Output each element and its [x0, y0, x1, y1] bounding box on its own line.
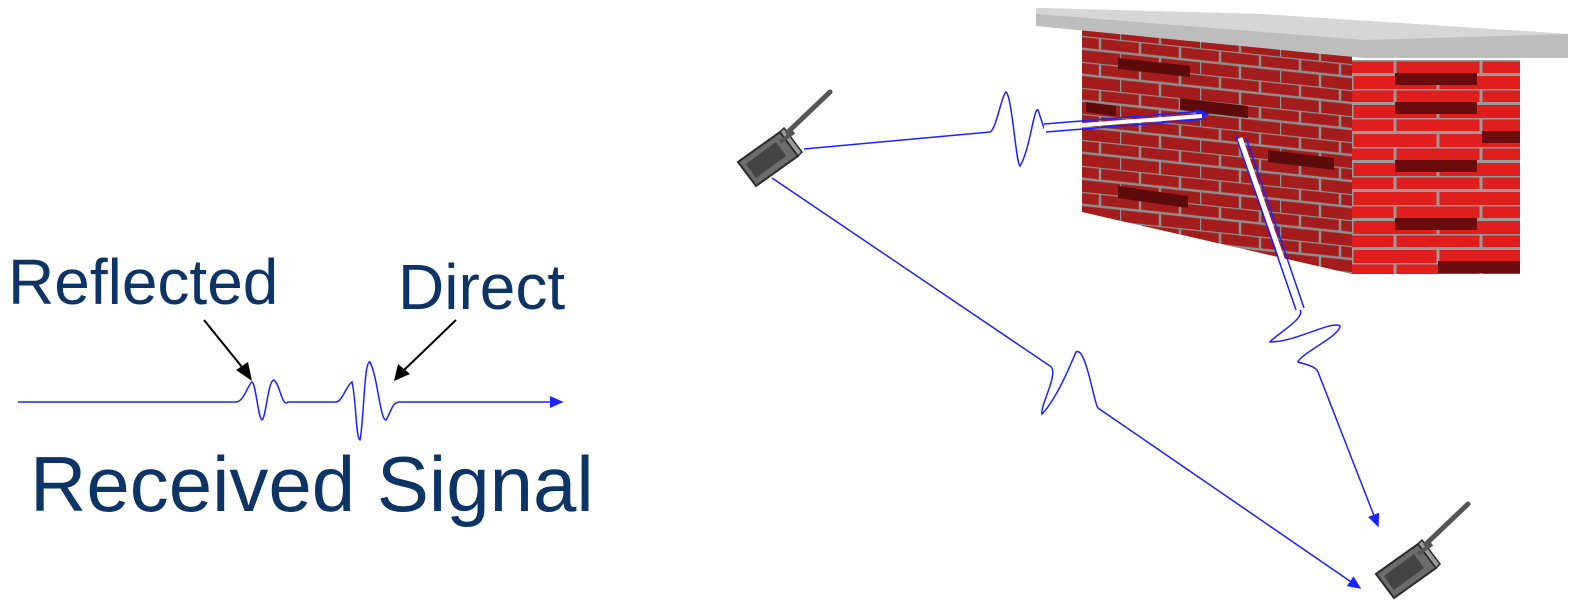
direct-callout-arrow: [394, 320, 456, 381]
reflected-callout-arrow: [204, 320, 252, 381]
reflected-label: Reflected: [8, 250, 278, 314]
received-signal-waveform: [18, 362, 562, 440]
brick-wall: [1036, 8, 1568, 274]
walkie-talkie-icon: [1376, 504, 1468, 598]
transmitter-radio: [738, 92, 830, 186]
walkie-talkie-icon: [738, 92, 830, 186]
received-signal-label: Received Signal: [30, 445, 594, 523]
receiver-radio: [1376, 504, 1468, 598]
direct-label: Direct: [398, 255, 565, 319]
